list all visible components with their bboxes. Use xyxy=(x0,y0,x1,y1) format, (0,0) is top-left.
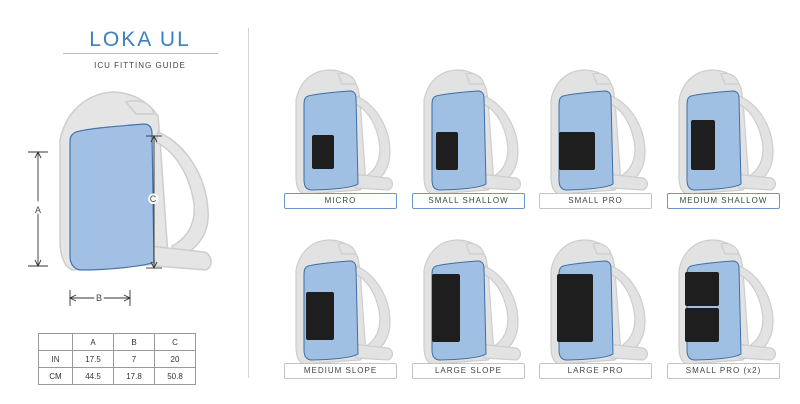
icu-label-small-shallow[interactable]: SMALL SHALLOW xyxy=(412,193,525,209)
icu-label-large-pro[interactable]: LARGE PRO xyxy=(539,363,652,379)
icu-card-small-shallow[interactable]: SMALL SHALLOW xyxy=(410,64,530,209)
icu-label-micro[interactable]: MICRO xyxy=(284,193,397,209)
icu-label-small-pro[interactable]: SMALL PRO xyxy=(539,193,652,209)
icu-block-upper xyxy=(685,272,719,306)
icu-label-large-slope[interactable]: LARGE SLOPE xyxy=(412,363,525,379)
icu-label-medium-shallow[interactable]: MEDIUM SHALLOW xyxy=(667,193,780,209)
backpack-silhouette xyxy=(423,239,522,365)
table-cell: 7 xyxy=(113,350,155,368)
backpack-silhouette xyxy=(423,69,522,195)
icu-block xyxy=(436,132,458,170)
icu-card-small-pro[interactable]: SMALL PRO xyxy=(537,64,657,209)
table-row: IN 17.5 7 20 xyxy=(38,350,196,368)
section-divider xyxy=(248,28,249,378)
table-corner-cell xyxy=(38,333,73,351)
title-rule xyxy=(63,53,218,54)
table-cell: 20 xyxy=(154,350,196,368)
icu-card-small-pro-x2[interactable]: SMALL PRO (x2) xyxy=(665,234,785,379)
backpack-silhouette xyxy=(550,69,649,195)
table-cell: 44.5 xyxy=(72,367,114,385)
dimension-c-line xyxy=(146,134,162,270)
icu-card-micro[interactable]: MICRO xyxy=(282,64,402,209)
dimension-c-label: C xyxy=(150,194,157,204)
table-cell: 17.8 xyxy=(113,367,155,385)
table-header-cell: C xyxy=(154,333,196,351)
icu-card-large-pro[interactable]: LARGE PRO xyxy=(537,234,657,379)
guide-title: LOKA UL xyxy=(89,28,191,51)
icu-block xyxy=(432,274,460,342)
dimension-b-label: B xyxy=(96,293,102,303)
icu-block xyxy=(691,120,715,170)
backpack-silhouette xyxy=(550,239,649,365)
icu-card-medium-slope[interactable]: MEDIUM SLOPE xyxy=(282,234,402,379)
table-header-cell: A xyxy=(72,333,114,351)
backpack-silhouette xyxy=(295,239,394,365)
icu-label-small-pro-x2[interactable]: SMALL PRO (x2) xyxy=(667,363,780,379)
icu-block xyxy=(306,292,334,340)
table-header-row: A B C xyxy=(38,333,196,351)
guide-subtitle: ICU FITTING GUIDE xyxy=(94,61,186,70)
dimension-a-line xyxy=(28,150,48,268)
table-header-cell: B xyxy=(113,333,155,351)
dimensions-table: A B C IN 17.5 7 20 CM 44.5 17.8 50.8 xyxy=(38,333,196,385)
backpack-silhouette xyxy=(678,239,777,365)
dimension-b-line xyxy=(68,290,132,306)
icu-label-medium-slope[interactable]: MEDIUM SLOPE xyxy=(284,363,397,379)
table-row-unit: IN xyxy=(38,350,73,368)
icu-block-lower xyxy=(685,308,719,342)
table-cell: 50.8 xyxy=(154,367,196,385)
icu-card-large-slope[interactable]: LARGE SLOPE xyxy=(410,234,530,379)
backpack-silhouette xyxy=(295,69,394,195)
backpack-dimension-illustration: A C B xyxy=(28,91,212,306)
icu-block xyxy=(312,135,334,169)
dimension-a-label: A xyxy=(35,205,41,215)
icu-card-medium-shallow[interactable]: MEDIUM SHALLOW xyxy=(665,64,785,209)
table-cell: 17.5 xyxy=(72,350,114,368)
icu-block xyxy=(557,274,593,342)
main-compartment xyxy=(69,123,155,271)
backpack-silhouette xyxy=(678,69,777,195)
table-row: CM 44.5 17.8 50.8 xyxy=(38,367,196,385)
table-row-unit: CM xyxy=(38,367,73,385)
icu-block xyxy=(559,132,595,170)
